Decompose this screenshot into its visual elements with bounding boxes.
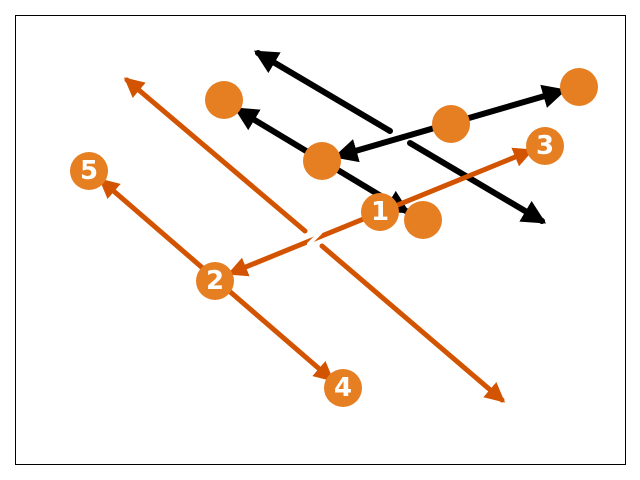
crossing-gap-mask	[307, 231, 322, 246]
node-2-label: 2	[206, 266, 224, 296]
node-4: 4	[324, 369, 362, 407]
node-a-circle	[205, 81, 243, 119]
node-e-circle	[560, 68, 598, 106]
node-1: 1	[361, 193, 399, 231]
node-2-circle	[196, 262, 234, 300]
node-b-circle	[303, 142, 341, 180]
node-2: 2	[196, 262, 234, 300]
node-1-label: 1	[371, 197, 389, 227]
node-5: 5	[70, 152, 108, 190]
node-3-circle	[526, 127, 564, 165]
node-c-circle	[432, 105, 470, 143]
node-5-label: 5	[80, 156, 98, 186]
node-4-circle	[324, 369, 362, 407]
black-long-diagonal-upper	[253, 50, 393, 134]
plot-frame	[15, 15, 626, 465]
node-4-label: 4	[334, 373, 352, 403]
node-5-circle	[70, 152, 108, 190]
node-1-circle	[361, 193, 399, 231]
node-3-label: 3	[536, 131, 554, 161]
node-3: 3	[526, 127, 564, 165]
node-d-circle	[404, 201, 442, 239]
